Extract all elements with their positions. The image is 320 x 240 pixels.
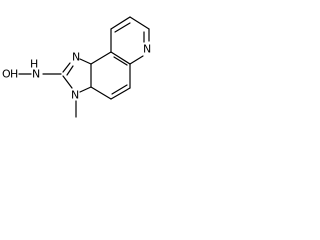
chemical-structure: O H N H N N N [2,16,151,118]
bond-c2-n1-a [62,62,71,73]
bond-n3-c2 [62,75,73,89]
bond-n6-c5a [129,55,144,65]
atom-label-imine-nitrogen: N [72,51,80,64]
bond-c3a-c4 [90,86,112,100]
bond-c9b-c9a [90,51,112,65]
bond-c3a-n3 [79,86,92,93]
bond-c2-n1-b [66,65,74,76]
bond-n1-c9b [79,58,92,65]
bond-c9a-c5a-inner [113,56,128,66]
bond-c4-c5-a [110,87,131,100]
atom-label-amine-hydrogen: H [30,58,38,71]
bond-layer [42,16,150,118]
atom-label-pyridine-nitrogen: N [143,43,151,56]
atom-label-layer: O H N H N N N [2,43,151,102]
bond-c9-c8-a [110,16,131,30]
bond-c9a-c5a [110,51,131,65]
bond-c8-c7 [129,16,150,30]
atom-label-hydroxy-hydrogen: H [10,68,18,81]
atom-label-methylated-nitrogen: N [71,89,79,102]
bond-c4-c5-b [111,84,128,95]
bond-c9-c8-b [114,22,131,33]
atom-label-hydroxy-oxygen: O [2,68,11,81]
atom-label-amine-nitrogen: N [32,68,40,81]
